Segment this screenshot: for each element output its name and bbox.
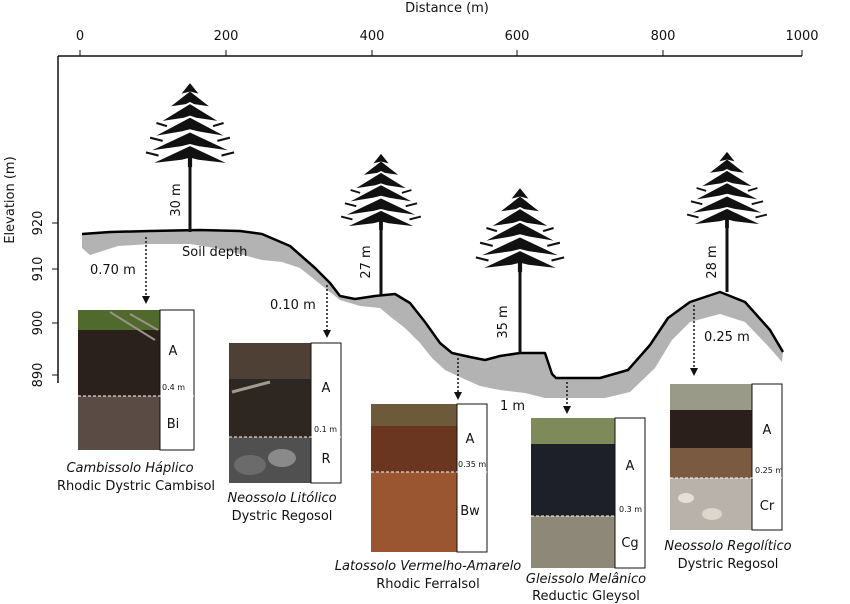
terrain-surface-line: [81, 228, 785, 380]
profile-name-wrb: Rhodic Ferralsol: [376, 577, 480, 592]
boundary-depth: 0.4 m: [162, 383, 185, 392]
tree-height-label: 35 m: [496, 305, 511, 338]
horizon-label: R: [321, 452, 330, 467]
pine-tree-icon: [474, 187, 566, 274]
depth-label: 1 m: [500, 399, 525, 414]
soil-profile-3: A Bw 0.35 m Latossolo Vermelho-Amarelo R…: [335, 403, 522, 592]
x-tick-label: 800: [651, 29, 676, 44]
x-axis-label: Distance (m): [405, 1, 489, 16]
horizon-label: Bw: [460, 504, 480, 519]
y-tick-label: 890: [31, 363, 46, 388]
boundary-depth: 0.25 m: [755, 466, 783, 475]
horizon-label: A: [322, 381, 331, 396]
boundary-depth: 0.3 m: [619, 505, 642, 514]
tree-height-label: 30 m: [169, 183, 184, 216]
horizon-label: Bi: [167, 417, 180, 432]
x-tick-label: 200: [214, 29, 239, 44]
profile-name-local: Latossolo Vermelho-Amarelo: [335, 559, 522, 574]
horizon-label: A: [626, 459, 635, 474]
soil-depth-label: Soil depth: [182, 245, 247, 260]
profile-photo: [531, 418, 615, 568]
x-tick-label: 1000: [785, 29, 818, 44]
profile-name-local: Neossolo Regolítico: [664, 539, 791, 554]
x-tick-label: 600: [505, 29, 530, 44]
horizon-label: Cr: [760, 499, 775, 514]
pine-tree-icon: [144, 82, 236, 169]
profile-photo: [371, 404, 457, 552]
y-tick-label: 920: [31, 211, 46, 236]
profile-name-wrb: Rhodic Dystric Cambisol: [57, 479, 215, 494]
tree-height-label: 27 m: [359, 245, 374, 278]
soil-profile-4: A Cg 0.3 m Gleissolo Melânico Reductic G…: [526, 417, 646, 604]
profile-photo: [78, 310, 160, 450]
horizon-label: A: [466, 432, 475, 447]
x-tick-label: 0: [76, 29, 84, 44]
tree-height-label: 28 m: [705, 245, 720, 278]
tree-3: 35 m: [474, 187, 566, 353]
horizon-label: A: [169, 344, 178, 359]
y-axis-label: Elevation (m): [3, 156, 18, 243]
depth-label: 0.25 m: [704, 330, 750, 345]
profile-name-local: Gleissolo Melânico: [526, 572, 646, 587]
x-tick-label: 400: [360, 29, 385, 44]
tree-2: 27 m: [340, 152, 422, 295]
boundary-depth: 0.1 m: [314, 425, 337, 434]
tree-4: 28 m: [686, 150, 768, 292]
soil-profile-1: A Bi 0.4 m Cambissolo Háplico Rhodic Dys…: [57, 309, 215, 494]
y-tick-label: 910: [31, 257, 46, 282]
soil-profile-5: A Cr 0.25 m Neossolo Regolítico Dystric …: [664, 383, 792, 572]
profile-name-wrb: Dystric Regosol: [678, 557, 779, 572]
depth-label: 0.70 m: [90, 263, 136, 278]
horizon-label: A: [763, 423, 772, 438]
profile-photo: [229, 343, 311, 483]
boundary-depth: 0.35 m: [458, 460, 486, 469]
pine-tree-icon: [686, 150, 768, 229]
y-tick-label: 900: [31, 311, 46, 336]
profile-name-wrb: Reductic Gleysol: [532, 589, 640, 604]
tree-1: 30 m: [144, 82, 236, 232]
y-axis: Elevation (m) 920 910 900 890: [3, 56, 59, 388]
pine-tree-icon: [340, 152, 422, 231]
x-axis: Distance (m) 0 200 400 600 800 1000: [58, 1, 819, 57]
profile-name-local: Neossolo Litólico: [227, 491, 336, 506]
soil-profile-2: A R 0.1 m Neossolo Litólico Dystric Rego…: [227, 342, 342, 524]
profile-name-wrb: Dystric Regosol: [232, 509, 333, 524]
horizon-label: Cg: [621, 536, 638, 551]
profile-photo: [670, 384, 752, 530]
depth-label: 0.10 m: [270, 298, 316, 313]
profile-name-local: Cambissolo Háplico: [66, 461, 193, 476]
